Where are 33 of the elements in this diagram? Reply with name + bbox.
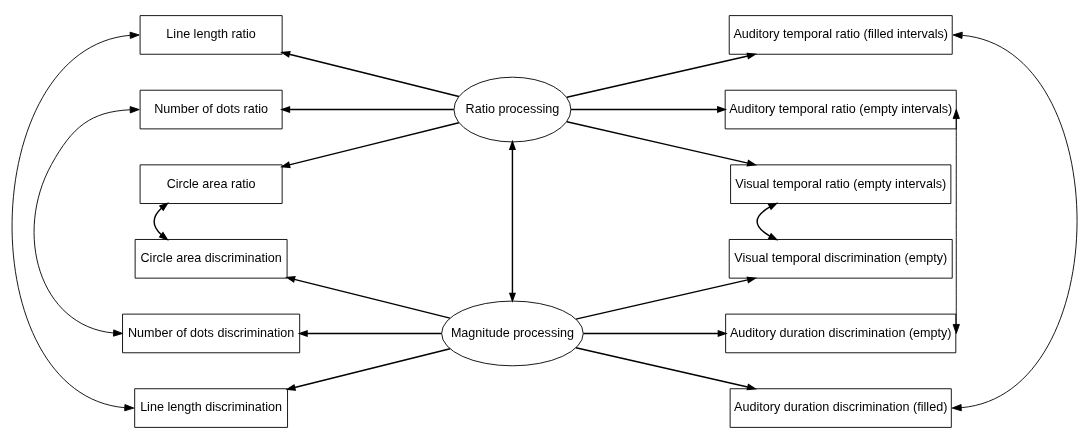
arrow — [756, 202, 779, 241]
arrow — [33, 106, 140, 337]
arrow — [153, 202, 170, 241]
arrow — [951, 31, 1078, 412]
arrow — [566, 52, 758, 99]
arrow — [297, 329, 443, 337]
node-box: Auditory temporal ratio (empty intervals) — [724, 89, 957, 130]
node-box: Number of dots ratio — [139, 89, 283, 130]
arrow — [280, 121, 460, 169]
node-box: Auditory duration discrimination (filled) — [729, 388, 952, 428]
node-box: Number of dots discrimination — [122, 313, 301, 354]
arrow — [582, 329, 728, 337]
arrow — [11, 31, 140, 412]
arrow — [508, 139, 516, 303]
node-box: Circle area discrimination — [134, 239, 288, 279]
node-box: Line length ratio — [139, 15, 283, 55]
arrow — [570, 106, 728, 114]
arrow — [280, 106, 455, 114]
arrow — [952, 109, 960, 334]
node-ellipse: Magnitude processing — [441, 300, 584, 367]
node-box: Circle area ratio — [139, 164, 283, 204]
arrow — [575, 276, 758, 320]
arrow — [575, 347, 758, 391]
node-box: Visual temporal ratio (empty intervals) — [730, 164, 952, 204]
arrow — [566, 121, 758, 167]
arrow — [280, 50, 460, 98]
node-box: Visual temporal discrimination (empty) — [728, 239, 953, 279]
node-box: Auditory duration discrimination (empty) — [725, 313, 957, 354]
node-box: Line length discrimination — [134, 388, 288, 428]
arrow — [285, 276, 451, 319]
node-ellipse: Ratio processing — [453, 76, 572, 143]
arrow — [285, 348, 451, 391]
node-box: Auditory temporal ratio (filled intervals) — [728, 15, 953, 55]
